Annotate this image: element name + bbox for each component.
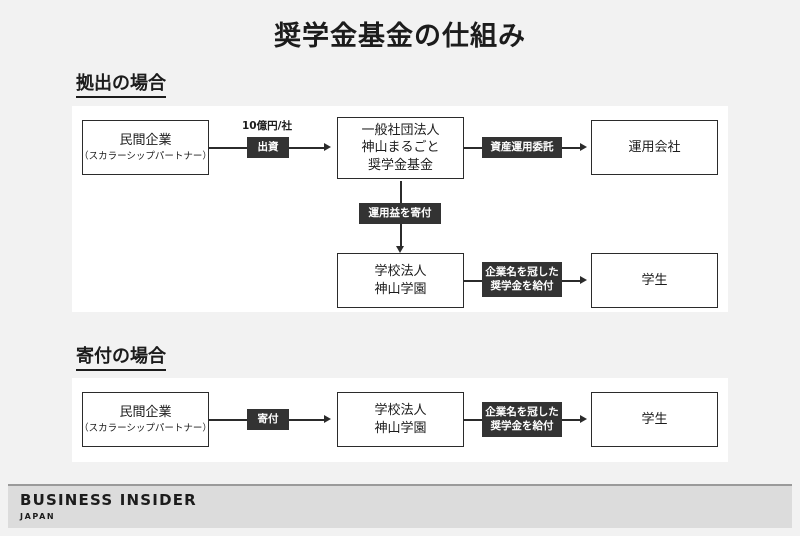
badge-label: 資産運用委託 (490, 140, 554, 153)
box-private-company-contribution[interactable]: 民間企業 （スカラーシップパートナー） (79, 120, 212, 175)
business-insider-logo: BUSINESS INSIDER JAPAN (20, 492, 197, 521)
badge-asset-management-trust: 資産運用委託 (482, 137, 562, 158)
box-school-corporation-contribution[interactable]: 学校法人 神山学園 (337, 253, 464, 308)
box-line-2: 神山学園 (374, 281, 427, 297)
badge-investment: 出資 (247, 137, 289, 158)
box-student-donation[interactable]: 学生 (591, 392, 718, 447)
box-line-1: 学校法人 (374, 263, 427, 279)
badge-label: 出資 (257, 140, 279, 153)
box-asset-management-company[interactable]: 運用会社 (591, 120, 718, 175)
arrowhead-school-to-student-donation (580, 415, 587, 423)
arrowhead-school-to-student (580, 276, 587, 284)
badge-named-scholarship-donation: 企業名を冠した 奨学金を給付 (482, 402, 562, 437)
box-title: 運用会社 (628, 139, 681, 155)
badge-label-line-2: 奨学金を給付 (490, 419, 554, 432)
box-line-3: 奨学金基金 (367, 157, 433, 173)
box-line-1: 学校法人 (374, 402, 427, 418)
box-line-2: 神山まるごと (361, 140, 440, 156)
box-title: 学生 (641, 411, 668, 427)
badge-donation: 寄付 (247, 409, 289, 430)
box-line-2: 神山学園 (374, 420, 427, 436)
box-title: 民間企業 (119, 133, 172, 149)
box-scholarship-foundation[interactable]: 一般社団法人 神山まるごと 奨学金基金 (337, 117, 464, 179)
badge-label-line-1: 企業名を冠した (485, 406, 559, 419)
section-heading-donation: 寄付の場合 (76, 347, 166, 371)
badge-label-line-2: 奨学金を給付 (490, 279, 554, 292)
arrowhead-foundation-to-manager (580, 143, 587, 151)
box-school-corporation-donation[interactable]: 学校法人 神山学園 (337, 392, 464, 447)
badge-label: 寄付 (257, 412, 279, 425)
arrowhead-company-to-school-donation (324, 415, 331, 423)
logo-edition-text: JAPAN (20, 511, 56, 521)
arrowhead-company-to-foundation (324, 143, 331, 151)
box-private-company-donation[interactable]: 民間企業 （スカラーシップパートナー） (79, 392, 212, 447)
logo-brand-text: BUSINESS INSIDER (20, 491, 197, 509)
page-title: 奨学金基金の仕組み (274, 21, 526, 52)
badge-label-line-1: 企業名を冠した (485, 266, 559, 279)
badge-donate-investment-returns: 運用益を寄付 (359, 203, 441, 224)
box-subtitle: （スカラーシップパートナー） (79, 422, 212, 434)
box-line-1: 一般社団法人 (361, 122, 440, 138)
badge-label: 運用益を寄付 (368, 206, 432, 219)
section-heading-contribution: 拠出の場合 (76, 74, 166, 98)
arrowhead-foundation-to-school (396, 246, 404, 253)
box-student-contribution[interactable]: 学生 (591, 253, 718, 308)
footer-bar: BUSINESS INSIDER JAPAN (8, 484, 792, 528)
box-title: 学生 (641, 272, 668, 288)
note-amount-per-company: 10億円/社 (242, 120, 292, 132)
box-subtitle: （スカラーシップパートナー） (79, 150, 212, 162)
badge-named-scholarship-contribution: 企業名を冠した 奨学金を給付 (482, 262, 562, 297)
box-title: 民間企業 (119, 405, 172, 421)
